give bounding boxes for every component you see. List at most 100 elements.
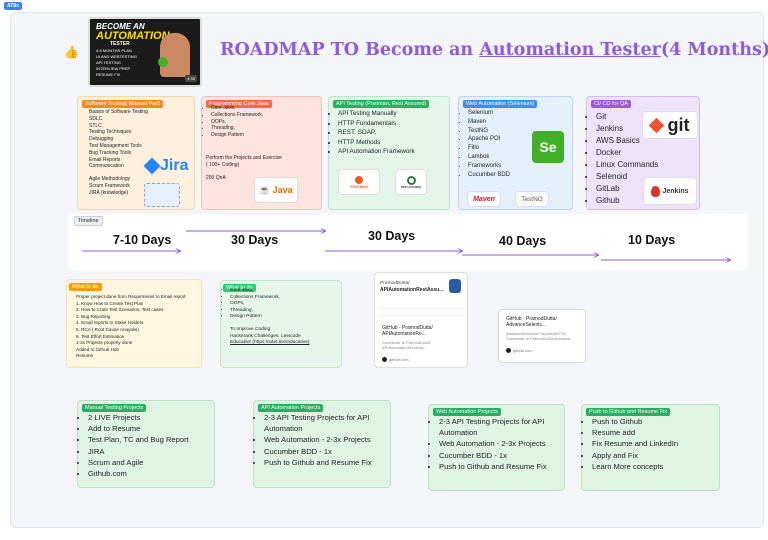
card-header: API Testing (Postman, Rest Assured) bbox=[333, 100, 430, 108]
card-header: Manual Testing Projects bbox=[82, 404, 147, 412]
duration-1: 7-10 Days bbox=[113, 233, 172, 247]
card-item: Github bbox=[596, 195, 658, 207]
project-item: Add to Resume bbox=[88, 423, 189, 434]
selenium-icon bbox=[158, 57, 168, 67]
thumb-line3: TESTER bbox=[110, 41, 130, 47]
frame-tag: AT8x bbox=[4, 2, 22, 10]
github-card-title: GitHub - PramodDutta/ AdvanceSelenis... bbox=[506, 316, 557, 329]
card-line: Testing Techniques bbox=[89, 129, 132, 136]
card-web-automation: Web Automation (Selenium) Selenium Maven… bbox=[458, 96, 573, 210]
card-item: Frameworks bbox=[468, 162, 510, 171]
card-header: Web Automation (Selenium) bbox=[463, 100, 538, 108]
todo-item: Design Pattern bbox=[230, 314, 280, 321]
card-line: Bug Tracking Tools bbox=[89, 149, 132, 156]
todo-list: Core Java, Collections Framework, OOPs, … bbox=[221, 288, 280, 321]
project-item: Test Plan, TC and Bug Report bbox=[88, 434, 189, 445]
todo-line: 6. Test Effort Estimation bbox=[76, 333, 125, 339]
github-card-desc: AdvanceSeleniumFrameworkTTA. Contribute … bbox=[506, 331, 574, 342]
card-line: Test Management Tools bbox=[89, 142, 142, 149]
project-item: Push to Github bbox=[592, 416, 678, 427]
todo-line: 2. How to Crate Test Scenarios, Test cas… bbox=[76, 307, 164, 313]
card-item: OOPs, bbox=[211, 119, 263, 126]
thumb-bullet: INTERVIEW PREP bbox=[96, 66, 131, 71]
thumb-bullet: UI AND WEBTESTING bbox=[96, 54, 137, 59]
jira-logo: Jira bbox=[143, 157, 189, 175]
github-owner: PramodDutta/ bbox=[380, 281, 410, 286]
presenter-photo bbox=[160, 33, 190, 77]
java-logo-text: Java bbox=[272, 185, 293, 195]
rest-assured-logo: REST ASSURED bbox=[395, 169, 427, 195]
card-header: Web Automation Projects bbox=[433, 408, 501, 416]
card-manual-testing: Software Testing( Manual Part) Baasis of… bbox=[77, 96, 195, 210]
todo-lines: Proper project done from Requirmenet to … bbox=[76, 294, 186, 360]
project-item: 2 LIVE Projects bbox=[88, 412, 189, 423]
todo-line: Proper project done from Requirmenet to … bbox=[76, 294, 186, 299]
diagram-icon bbox=[144, 183, 180, 207]
card-header: Programming Core Java bbox=[206, 100, 272, 108]
project-item: Learn More concepts bbox=[592, 461, 678, 472]
card-header: Push to Github and Resume Fix bbox=[586, 408, 670, 416]
card-line: STLC bbox=[89, 122, 102, 129]
thumbs-up-icon: 👍 bbox=[64, 45, 79, 59]
card-item: Jenkins bbox=[596, 123, 658, 135]
github-link-card-1[interactable]: PramodDutta/ APIAutomationRestAssu... Gi… bbox=[374, 272, 468, 368]
todo-note-line: Hackerank Challenges, Leetcode bbox=[230, 333, 301, 339]
github-card-link[interactable]: github.com bbox=[382, 357, 409, 362]
jenkins-logo-text: Jenkins bbox=[662, 187, 689, 195]
card-header: API Automation Projects bbox=[258, 404, 324, 412]
postman-icon bbox=[355, 175, 363, 184]
card-line: Communication bbox=[89, 163, 124, 170]
todo-line: 4. Email reports to Stake Holders bbox=[76, 320, 144, 326]
git-logo-text: git bbox=[667, 114, 690, 135]
card-line: Scrum Framework bbox=[89, 182, 130, 189]
todo-note: To Improve Coding Hackerank Challenges, … bbox=[230, 327, 309, 347]
thumb-bullet: API TESTING bbox=[96, 60, 121, 65]
todo-line: 3. Bug Reporting bbox=[76, 313, 111, 319]
card-line: JIRA (knowledge) bbox=[89, 189, 129, 196]
jira-logo-text: Jira bbox=[160, 157, 189, 174]
todo-item: Core Java, bbox=[230, 288, 280, 295]
card-project-api: API Automation Projects 2-3 API Testing … bbox=[253, 400, 391, 488]
thumb-bullet: RESUME FIX bbox=[96, 72, 121, 77]
duration-2: 30 Days bbox=[231, 233, 279, 247]
video-duration-badge: 4:35 bbox=[185, 75, 197, 82]
card-note-line: Perform the Projects and Exercise bbox=[206, 155, 282, 161]
postman-logo-text: POSTMAN bbox=[350, 184, 368, 189]
todo-item: Collections Framework, bbox=[230, 295, 280, 302]
github-card-link-text: github.com bbox=[389, 357, 409, 362]
card-lines: Baasis of Software Testing SDLC STLC Tes… bbox=[89, 109, 148, 197]
card-project-push: Push to Github and Resume Fix Push to Gi… bbox=[581, 404, 720, 491]
title-link[interactable]: Automation Tester bbox=[479, 40, 661, 60]
video-thumbnail[interactable]: BECOME AN AUTOMATION TESTER 4-5 MONTHS P… bbox=[88, 17, 202, 87]
card-line: Baasis of Software Testing bbox=[89, 109, 148, 115]
card-note-line: ( 100+ Coding) bbox=[206, 161, 240, 168]
selenium-logo: Se bbox=[532, 131, 564, 163]
card-item: TestNG bbox=[468, 127, 510, 136]
project-item: Push to Github and Resume Fix bbox=[264, 457, 384, 468]
card-item: REST, SOAP, bbox=[338, 128, 415, 138]
card-line: SDLC bbox=[89, 115, 103, 122]
card-header: What to do bbox=[223, 284, 256, 292]
github-card-link[interactable]: github.com bbox=[506, 348, 533, 353]
project-item: Web Automation - 2-3x Projects bbox=[439, 438, 559, 449]
card-project-web: Web Automation Projects 2-3 API Testing … bbox=[428, 404, 565, 491]
thumb-bullets: 4-5 MONTHS PLAN UI AND WEBTESTING API TE… bbox=[96, 48, 137, 78]
card-list: Git Jenkins AWS Basics Docker Linux Comm… bbox=[587, 111, 658, 207]
selenium-logo-text: Se bbox=[539, 139, 557, 155]
todo-line: 5. RCA ( Root Cause Anayalis) bbox=[76, 326, 139, 332]
duration-5: 10 Days bbox=[628, 233, 676, 247]
project-list: 2-3 API Testing Projects for API Automat… bbox=[429, 416, 559, 472]
project-item: Github.com bbox=[88, 468, 189, 479]
github-card-title: GitHub - PramodDutta/ APIAutomationRe... bbox=[382, 325, 433, 338]
thumb-line2: AUTOMATION bbox=[96, 30, 170, 42]
project-item: Resume add bbox=[592, 427, 678, 438]
github-link-card-2[interactable]: GitHub - PramodDutta/ AdvanceSelenis... … bbox=[498, 309, 586, 363]
github-card-desc: Contribute to PramodDutta/ APIAutomation… bbox=[382, 340, 431, 351]
card-item: Linux Commands bbox=[596, 159, 658, 171]
card-item: Collections Framework, bbox=[211, 112, 263, 119]
todo-note-line[interactable]: Educative (https://sdet.live/educative) bbox=[230, 340, 310, 346]
todo-line: 1. Know How to Create Test Plan bbox=[76, 300, 144, 306]
card-todo-java: What to do Core Java, Collections Framew… bbox=[220, 280, 342, 368]
avatar bbox=[449, 279, 461, 293]
card-item: Design Pattern bbox=[211, 132, 263, 139]
